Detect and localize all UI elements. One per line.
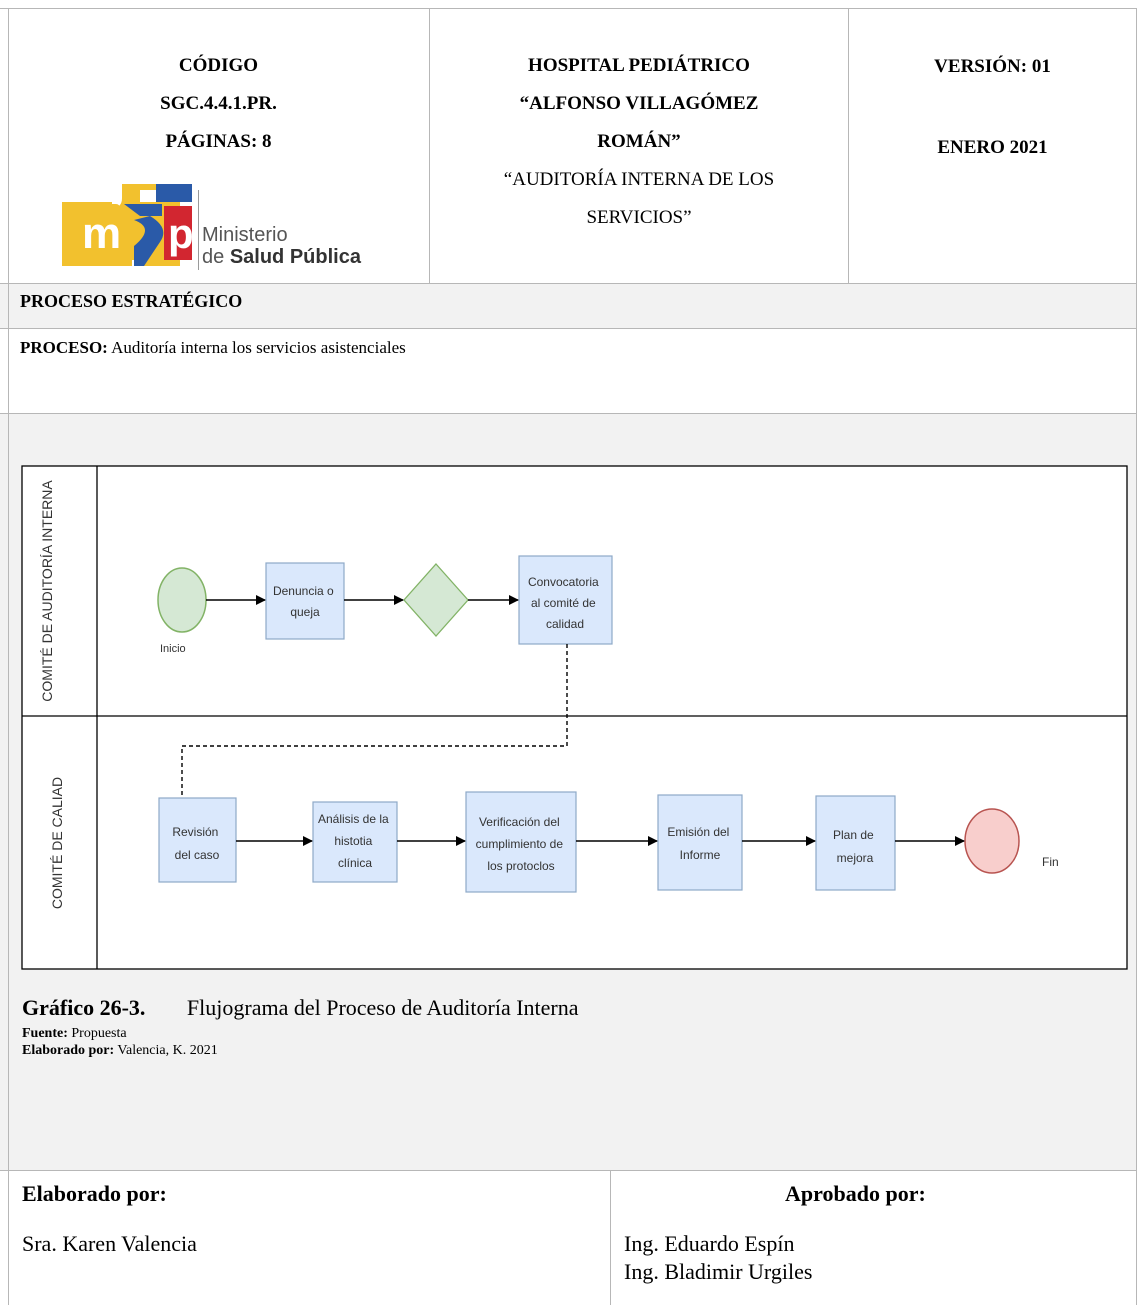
node-plan-line1: Plan de [833,828,874,842]
svg-text:Emisión del Informe: Emisión del Informe [667,825,732,862]
source-value: Propuesta [67,1026,127,1041]
svg-text:Análisis de la histotia: Análisis de la histotia clínica [318,812,392,870]
node-plan [815,795,896,891]
version: VERSIÓN: 01 [934,56,1051,77]
end-label: Fin [1042,855,1059,869]
figure-source: Fuente: Propuesta [22,1025,127,1043]
node-convocatoria-line3: calidad [546,617,584,631]
node-verificacion-line1: Verificación del [479,815,560,829]
approver-1: Ing. Eduardo Espín [624,1231,795,1256]
node-denuncia [265,562,345,640]
lane-calidad-label: COMITÉ DE CALIAD [49,777,65,909]
node-emision [657,794,743,891]
decision-gateway [403,563,469,637]
logo-de: de [202,246,230,268]
svg-text:p: p [168,210,194,257]
node-analisis-line3: clínica [338,856,372,870]
audit-title-line2: SERVICIOS” [586,207,692,228]
pages-count: PÁGINAS: 8 [165,131,272,152]
audit-title-line1: “AUDITORÍA INTERNA DE LOS [503,169,775,190]
author-value: Valencia, K. 2021 [114,1043,218,1058]
author-label: Elaborado por: [22,1043,115,1058]
code-label: CÓDIGO [178,55,259,76]
code-value: SGC.4.4.1.PR. [160,93,277,114]
logo-salud: Salud Pública [229,246,361,268]
svg-text:Plan de mejora: Plan de mejora [833,828,877,865]
figure-author: Elaborado por: Valencia, K. 2021 [22,1042,218,1060]
node-analisis-line2: histotia [334,834,372,848]
header-right: VERSIÓN: 01 ENERO 2021 [849,52,1136,163]
figure-title: Flujograma del Proceso de Auditoría Inte… [186,995,579,1020]
node-denuncia-line2: queja [290,605,320,619]
process-line: PROCESO: Auditoría interna los servicios… [20,336,406,360]
lane-auditoria-label: COMITÉ DE AUDITORÍA INTERNA [39,480,55,702]
end-event [964,808,1020,874]
svg-text:Revisión del caso: Revisión del caso [172,825,221,862]
figure-caption: Gráfico 26-3. Flujograma del Proceso de … [22,994,579,1022]
start-label: Inicio [160,643,186,655]
approved-label: Aprobado por: [785,1181,926,1206]
hospital-line1: HOSPITAL PEDIÁTRICO [528,55,750,76]
node-emision-line2: Informe [680,848,721,862]
node-verificacion-line2: cumplimiento de [476,837,564,851]
logo-ministerio: Ministerio [202,224,288,246]
node-convocatoria-line2: al comité de [531,596,596,610]
hospital-line2: “ALFONSO VILLAGÓMEZ [519,93,759,114]
node-revision-line1: Revisión [172,825,218,839]
approved-names: Ing. Eduardo Espín Ing. Bladimir Urgiles [624,1230,812,1286]
process-type: PROCESO ESTRATÉGICO [20,291,243,311]
node-denuncia-line1: Denuncia o [273,584,334,598]
node-emision-line1: Emisión del [667,825,729,839]
start-event [157,567,207,633]
process-label: PROCESO: [20,338,108,357]
node-analisis-line1: Análisis de la [318,812,389,826]
hospital-line3: ROMÁN” [597,131,681,152]
figure-number: Gráfico 26-3. [22,995,146,1020]
date: ENERO 2021 [937,137,1048,158]
source-label: Fuente: [22,1026,68,1041]
svg-text:Convocatoria al comité de: Convocatoria al comité de calidad [528,575,602,631]
header-center: HOSPITAL PEDIÁTRICO “ALFONSO VILLAGÓMEZ … [430,47,848,237]
caption-band [0,1015,1137,1170]
node-revision [158,797,237,883]
approver-2: Ing. Bladimir Urgiles [624,1259,813,1284]
svg-text:Denuncia o queja: Denuncia o queja [273,584,337,619]
flowchart: COMITÉ DE AUDITORÍA INTERNA COMITÉ DE CA… [21,465,1128,970]
process-value: Auditoría interna los servicios asistenc… [107,338,406,357]
svg-text:m: m [82,209,121,258]
elaborated-label: Elaborado por: [22,1181,167,1206]
node-convocatoria-line1: Convocatoria [528,575,599,589]
process-type-band [0,283,1137,328]
header-left: CÓDIGO SGC.4.4.1.PR. PÁGINAS: 8 [8,47,429,161]
node-revision-line2: del caso [175,848,220,862]
node-verificacion-line3: los protoclos [487,859,554,873]
msp-logo: m p Ministerio de Salud Pública [60,180,390,272]
node-convocatoria [518,555,613,645]
node-verificacion [465,791,577,893]
elaborated-name: Sra. Karen Valencia [22,1231,197,1256]
svg-text:Verificación del cumplimie: Verificación del cumplimiento de los pro… [476,815,567,873]
node-analisis [312,801,398,883]
message-flow [181,644,568,798]
node-plan-line2: mejora [837,851,874,865]
